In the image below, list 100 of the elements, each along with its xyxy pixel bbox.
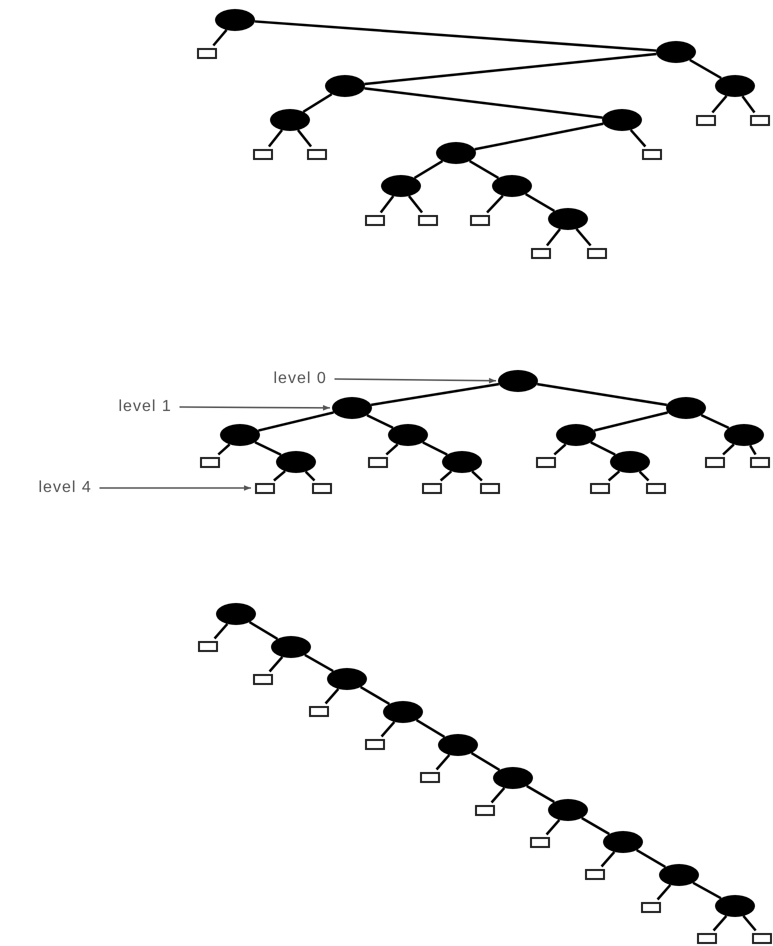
tree-edge [749, 444, 757, 456]
filled-tree-node [442, 451, 482, 473]
tree-edge [469, 160, 499, 180]
tree-edge [414, 160, 444, 179]
tree-edge [638, 470, 650, 482]
tree-edge [268, 656, 284, 672]
tree-edge [630, 129, 646, 148]
leaf-square [253, 148, 273, 160]
tree-edge [258, 411, 334, 432]
tree-edge [537, 382, 667, 406]
tree-edge [380, 721, 396, 738]
tree-edge [212, 29, 228, 46]
leaf-square [587, 248, 607, 258]
filled-tree-node [602, 109, 642, 131]
leaf-square [475, 804, 495, 816]
leaf-square [590, 482, 610, 494]
leaf-square [422, 482, 442, 494]
tree-edge [366, 414, 394, 429]
tree-edge [590, 441, 616, 456]
filled-tree-node [724, 424, 764, 446]
leaf-square [530, 836, 550, 848]
leaf-square [470, 214, 490, 226]
filled-tree-node [381, 175, 421, 197]
filled-tree-node [548, 208, 588, 230]
tree-edge [692, 882, 722, 900]
tree-edge [470, 752, 500, 771]
filled-tree-node [332, 397, 372, 419]
leaf-square [536, 456, 556, 468]
leaf-square [420, 772, 440, 782]
leaf-square [646, 482, 666, 494]
filled-tree-node [271, 636, 311, 658]
leaf-square [705, 456, 725, 468]
tree-edge [600, 851, 616, 868]
filled-tree-node [548, 799, 588, 821]
leaf-square [750, 114, 770, 126]
filled-tree-node [493, 767, 533, 789]
tree-edge [525, 192, 555, 212]
tree-edge [700, 414, 730, 430]
tree-edge [656, 884, 672, 900]
leaf-square [253, 674, 273, 684]
filled-tree-node [656, 41, 696, 63]
level-label: level 0 [274, 370, 327, 388]
filled-tree-node [215, 9, 255, 31]
leaf-square [198, 640, 218, 652]
tree-edge [386, 443, 398, 456]
tree-edge [254, 441, 282, 456]
tree-edge [370, 382, 500, 406]
leaf-square [365, 214, 385, 226]
filled-tree-node [325, 75, 365, 97]
tree-edge [218, 443, 230, 456]
tree-edge [581, 816, 610, 836]
leaf-square [368, 456, 388, 468]
leader-arrow [100, 485, 251, 491]
tree-edge [490, 787, 506, 804]
tree-edge [689, 58, 722, 80]
tree-edge [416, 719, 446, 738]
tree-edge [380, 195, 394, 214]
tree-edge [214, 623, 228, 640]
tree-edge [422, 441, 448, 456]
level-label: level 1 [118, 398, 172, 416]
filled-tree-node [498, 370, 538, 392]
leaf-square [309, 706, 329, 716]
tree-edge [248, 621, 278, 640]
tree-edge [273, 470, 286, 482]
tree-edge [364, 52, 656, 86]
filled-tree-node [276, 451, 316, 473]
filled-tree-node [659, 864, 699, 886]
filled-tree-node [327, 668, 367, 690]
leaf-square [197, 48, 217, 58]
leaf-square [752, 932, 772, 944]
filled-tree-node [715, 75, 755, 97]
tree-edge [324, 688, 340, 704]
filled-tree-node [603, 831, 643, 853]
filled-tree-node [388, 424, 428, 446]
filled-tree-node [220, 424, 260, 446]
tree-edge [364, 87, 603, 119]
leaf-square [641, 902, 661, 912]
level-label: level 4 [38, 479, 92, 497]
tree-edge [486, 194, 504, 214]
tree-edge [436, 754, 450, 770]
tree-edge [742, 915, 757, 932]
tree-edge [254, 20, 656, 52]
tree-edge [297, 129, 312, 148]
tree-edge [408, 195, 424, 214]
filled-tree-node [438, 734, 478, 756]
leaf-square [696, 114, 716, 126]
leaf-square [531, 248, 551, 258]
tree-edge [711, 95, 728, 114]
filled-tree-node [556, 424, 596, 446]
tree-edge [594, 411, 668, 432]
tree-edge [471, 470, 483, 482]
tree-edge [608, 470, 620, 482]
tree-edge [360, 686, 390, 706]
filled-tree-node [610, 451, 650, 473]
tree-edge [554, 443, 566, 456]
leaf-square [312, 482, 332, 494]
filled-tree-node [383, 701, 423, 723]
tree-edge [722, 444, 735, 456]
tree-edge [546, 819, 560, 836]
leaf-square [255, 482, 275, 494]
